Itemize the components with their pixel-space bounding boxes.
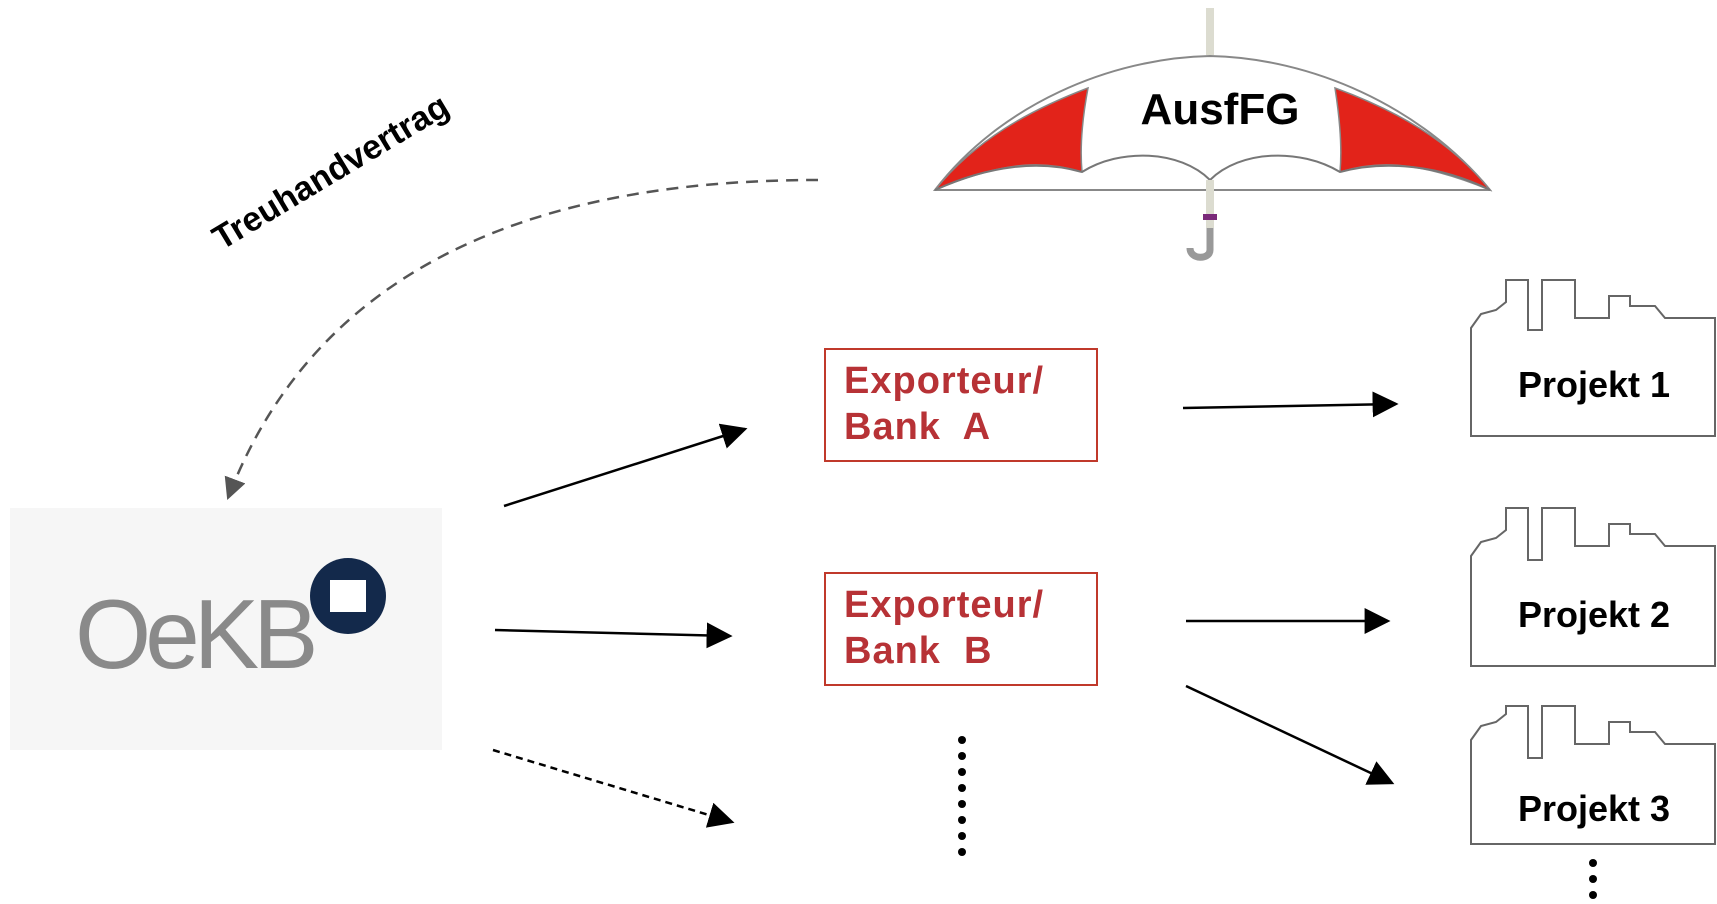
project-2-label: Projekt 2: [1517, 594, 1671, 635]
arrow-oekb-to-more: [492, 748, 735, 828]
umbrella-icon: [932, 8, 1493, 261]
project-building-icon: [1470, 279, 1716, 437]
exporter-box-b: Exporteur/ Bank B: [824, 572, 1098, 686]
arrow-a-to-project-1: [1182, 391, 1399, 418]
oekb-logo-text: OeKB: [75, 579, 318, 689]
exporter-box-b-line2: Bank B: [844, 630, 993, 672]
exporter-box-a: Exporteur/ Bank A: [824, 348, 1098, 462]
project-building-icon: [1470, 507, 1716, 667]
exporter-box-a-line2: Bank A: [844, 406, 992, 448]
arrow-b-to-project-3: [1185, 684, 1395, 785]
project-3-label: Projekt 3: [1517, 788, 1671, 829]
project-building-icon: [1470, 705, 1716, 845]
arrow-oekb-to-b: [494, 622, 733, 649]
umbrella-label: AusfFG: [1140, 85, 1300, 134]
more-projects-dots: [1589, 859, 1597, 899]
exporter-box-a-line1: Exporteur/: [844, 360, 1045, 402]
project-1-label: Projekt 1: [1517, 364, 1671, 405]
trust-contract-curve: [224, 178, 819, 501]
more-exporters-dots: [958, 736, 966, 856]
exporter-box-b-line1: Exporteur/: [844, 584, 1045, 626]
arrow-oekb-to-a: [503, 423, 748, 508]
